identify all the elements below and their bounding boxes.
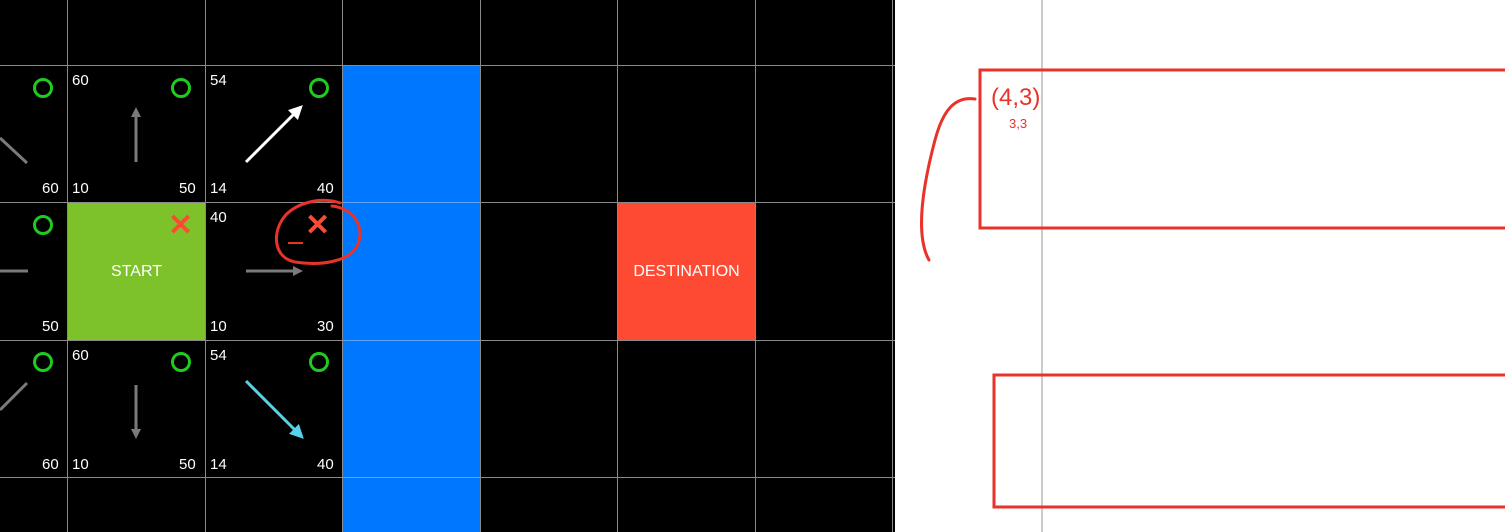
pathfinding-grid[interactable]: START DESTINATION ✕ ✕ 60 60 10 50 54 14 …: [0, 0, 895, 532]
grid-line: [480, 0, 481, 532]
drawn-bracket: [920, 97, 977, 262]
grid-line: [343, 477, 480, 478]
cell-h-score: 30: [317, 318, 334, 335]
grid-line: [343, 340, 480, 341]
destination-cell[interactable]: DESTINATION: [618, 203, 755, 340]
open-list-circle-icon: [33, 215, 53, 235]
grid-line: [755, 0, 756, 532]
cell-g-score: 10: [210, 318, 227, 335]
destination-label: DESTINATION: [633, 262, 740, 280]
parent-arrow-diag-icon: [0, 136, 29, 165]
open-list-circle-icon: [309, 78, 329, 98]
cell-f-score: 40: [210, 209, 227, 226]
coordinate-note: (4,3): [991, 84, 1041, 111]
open-list-circle-icon: [171, 78, 191, 98]
parent-arrow-path-icon: [244, 379, 304, 439]
cell-f-score: 60: [72, 72, 89, 89]
drawn-box-bottom: [992, 373, 1505, 509]
cell-g-score: 10: [72, 456, 89, 473]
grid-line: [67, 0, 68, 532]
cell-g-score: 10: [72, 180, 89, 197]
grid-line: [892, 0, 893, 532]
cell-h-score: 40: [317, 180, 334, 197]
grid-line: [343, 202, 480, 203]
cell-h-score: 40: [317, 456, 334, 473]
drawn-box-top: [978, 68, 1505, 230]
grid-overlay: [0, 105, 362, 439]
open-list-circle-icon: [33, 78, 53, 98]
start-cell[interactable]: START: [68, 203, 205, 340]
cell-g-score: 60: [42, 456, 59, 473]
closed-cross-icon: ✕: [168, 209, 194, 242]
notes-canvas[interactable]: (4,3) 3,3: [895, 0, 1505, 532]
cell-g-score: 60: [42, 180, 59, 197]
cell-h-score: 50: [179, 180, 196, 197]
grid-line: [342, 0, 343, 532]
parent-arrow-highlight-icon: [244, 105, 303, 164]
wall-column[interactable]: [343, 66, 480, 532]
start-label: START: [111, 262, 162, 280]
open-list-circle-icon: [171, 352, 191, 372]
grid-line: [205, 0, 206, 532]
cell-h-score: 50: [179, 456, 196, 473]
coordinate-subnote: 3,3: [1009, 116, 1028, 131]
cell-f-score: 54: [210, 72, 227, 89]
open-list-circle-icon: [33, 352, 53, 372]
cell-f-score: 60: [72, 347, 89, 364]
cell-g-score: 14: [210, 180, 227, 197]
cell-f-score: 54: [210, 347, 227, 364]
handdrawn-circle: [274, 198, 362, 265]
cell-g-score: 14: [210, 456, 227, 473]
grid-line: [0, 65, 895, 66]
grid-line: [617, 0, 618, 532]
closed-cross-icon: ✕: [305, 209, 331, 242]
parent-arrow-diag-icon: [0, 381, 29, 412]
cell-h-score: 50: [42, 318, 59, 335]
notes-drawing: [920, 0, 1505, 532]
open-list-circle-icon: [309, 352, 329, 372]
